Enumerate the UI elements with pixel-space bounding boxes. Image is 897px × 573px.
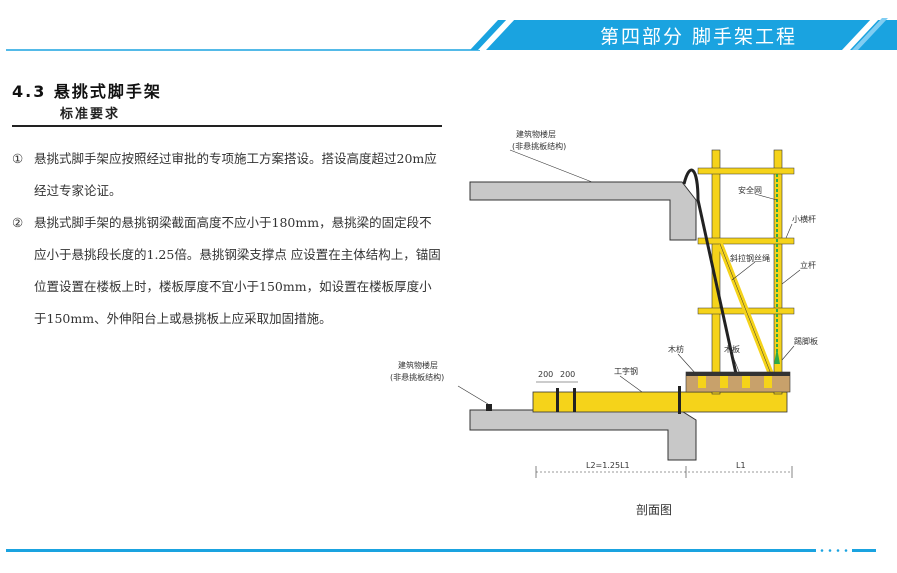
anchor-bolt	[573, 388, 576, 412]
requirement-text: 悬挑式脚手架的悬挑钢梁截面高度不应小于180mm，悬挑梁的固定段不应小于悬挑段长…	[34, 215, 441, 326]
requirement-number: ②	[12, 215, 24, 230]
i-beam	[532, 391, 788, 413]
page-title: 4.3 悬挑式脚手架	[12, 82, 162, 101]
leader-wood-purlin	[677, 353, 697, 375]
requirement-item: ① 悬挑式脚手架应按照经过审批的专项施工方案搭设。搭设高度超过20m应经过专家论…	[12, 143, 444, 207]
footer-banner	[6, 549, 876, 552]
wood-block	[698, 376, 706, 388]
cross-bar	[697, 237, 795, 245]
diagonal-brace-edge	[719, 243, 779, 393]
page-subtitle: 标准要求	[60, 107, 121, 122]
header-banner	[6, 18, 897, 51]
title-underline	[12, 125, 442, 127]
leader-safety-net	[754, 193, 778, 201]
leader-small-cross-bar	[785, 223, 793, 239]
footer-dot	[836, 549, 840, 552]
diagram-caption: 剖面图	[636, 503, 673, 517]
anchor-bolt	[556, 388, 559, 412]
label-i-beam: 工字钢	[614, 366, 638, 376]
requirement-text: 悬挑式脚手架应按照经过审批的专项施工方案搭设。搭设高度超过20m应经过专家论证。	[34, 151, 437, 198]
wood-block	[764, 376, 772, 388]
wood-block	[742, 376, 750, 388]
cross-bar	[697, 167, 795, 175]
label-wire-rope: 斜拉钢丝绳	[730, 253, 770, 263]
label-wood-purlin: 木枋	[668, 344, 684, 354]
leader-top-slab	[509, 149, 593, 183]
leader-wire-rope	[731, 261, 756, 281]
header-accent-bar	[470, 20, 897, 50]
footer-dot	[820, 549, 824, 552]
leader-wood-board	[731, 353, 741, 375]
anchor-block	[486, 404, 492, 411]
leader-i-beam	[619, 375, 643, 393]
wire-rope	[682, 168, 742, 393]
footer-dot	[844, 549, 848, 552]
safety-net-end	[774, 348, 780, 364]
label-spacing-2: 200	[560, 370, 575, 379]
cantilever-scaffold-section-diagram: 建筑物楼层 (非悬挑板结构) 安全网 小横杆 斜拉钢丝绳 立杆 踢脚板 木枋 木…	[390, 129, 818, 478]
header-slash-right	[842, 18, 880, 50]
requirements-list: ① 悬挑式脚手架应按照经过审批的专项施工方案搭设。搭设高度超过20m应经过专家论…	[12, 143, 444, 335]
leader-upright	[781, 269, 801, 285]
footer-dot	[828, 549, 832, 552]
requirement-item: ② 悬挑式脚手架的悬挑钢梁截面高度不应小于180mm，悬挑梁的固定段不应小于悬挑…	[12, 207, 444, 335]
anchor-bolt	[678, 386, 681, 414]
label-bottom-slab-note: (非悬挑板结构)	[390, 372, 444, 382]
label-dim-cantilever: L1	[736, 461, 746, 470]
bottom-slab	[469, 409, 697, 461]
label-dim-fixed: L2=1.25L1	[586, 461, 630, 470]
label-upright: 立杆	[800, 260, 816, 270]
label-spacing-1: 200	[538, 370, 553, 379]
upright-inner	[711, 149, 721, 395]
section-tag: 第四部分 脚手架工程	[600, 26, 798, 48]
leader-toe-board	[781, 345, 795, 361]
label-wood-board: 木板	[724, 344, 740, 354]
header-slash-left	[478, 18, 516, 50]
label-top-slab: 建筑物楼层	[516, 129, 556, 139]
label-top-slab-note: (非悬挑板结构)	[512, 141, 566, 151]
label-bottom-slab: 建筑物楼层	[398, 360, 438, 370]
label-small-cross-bar: 小横杆	[792, 214, 816, 224]
leader-bottom-slab	[457, 385, 489, 405]
header-slash-light	[852, 18, 888, 50]
footer-rule	[6, 549, 816, 552]
wood-purlin	[686, 372, 790, 376]
label-toe-board: 踢脚板	[794, 336, 818, 346]
label-safety-net: 安全网	[738, 185, 762, 195]
requirement-number: ①	[12, 151, 24, 166]
top-slab	[469, 181, 697, 241]
footer-tail	[852, 549, 876, 552]
wood-block	[720, 376, 728, 388]
